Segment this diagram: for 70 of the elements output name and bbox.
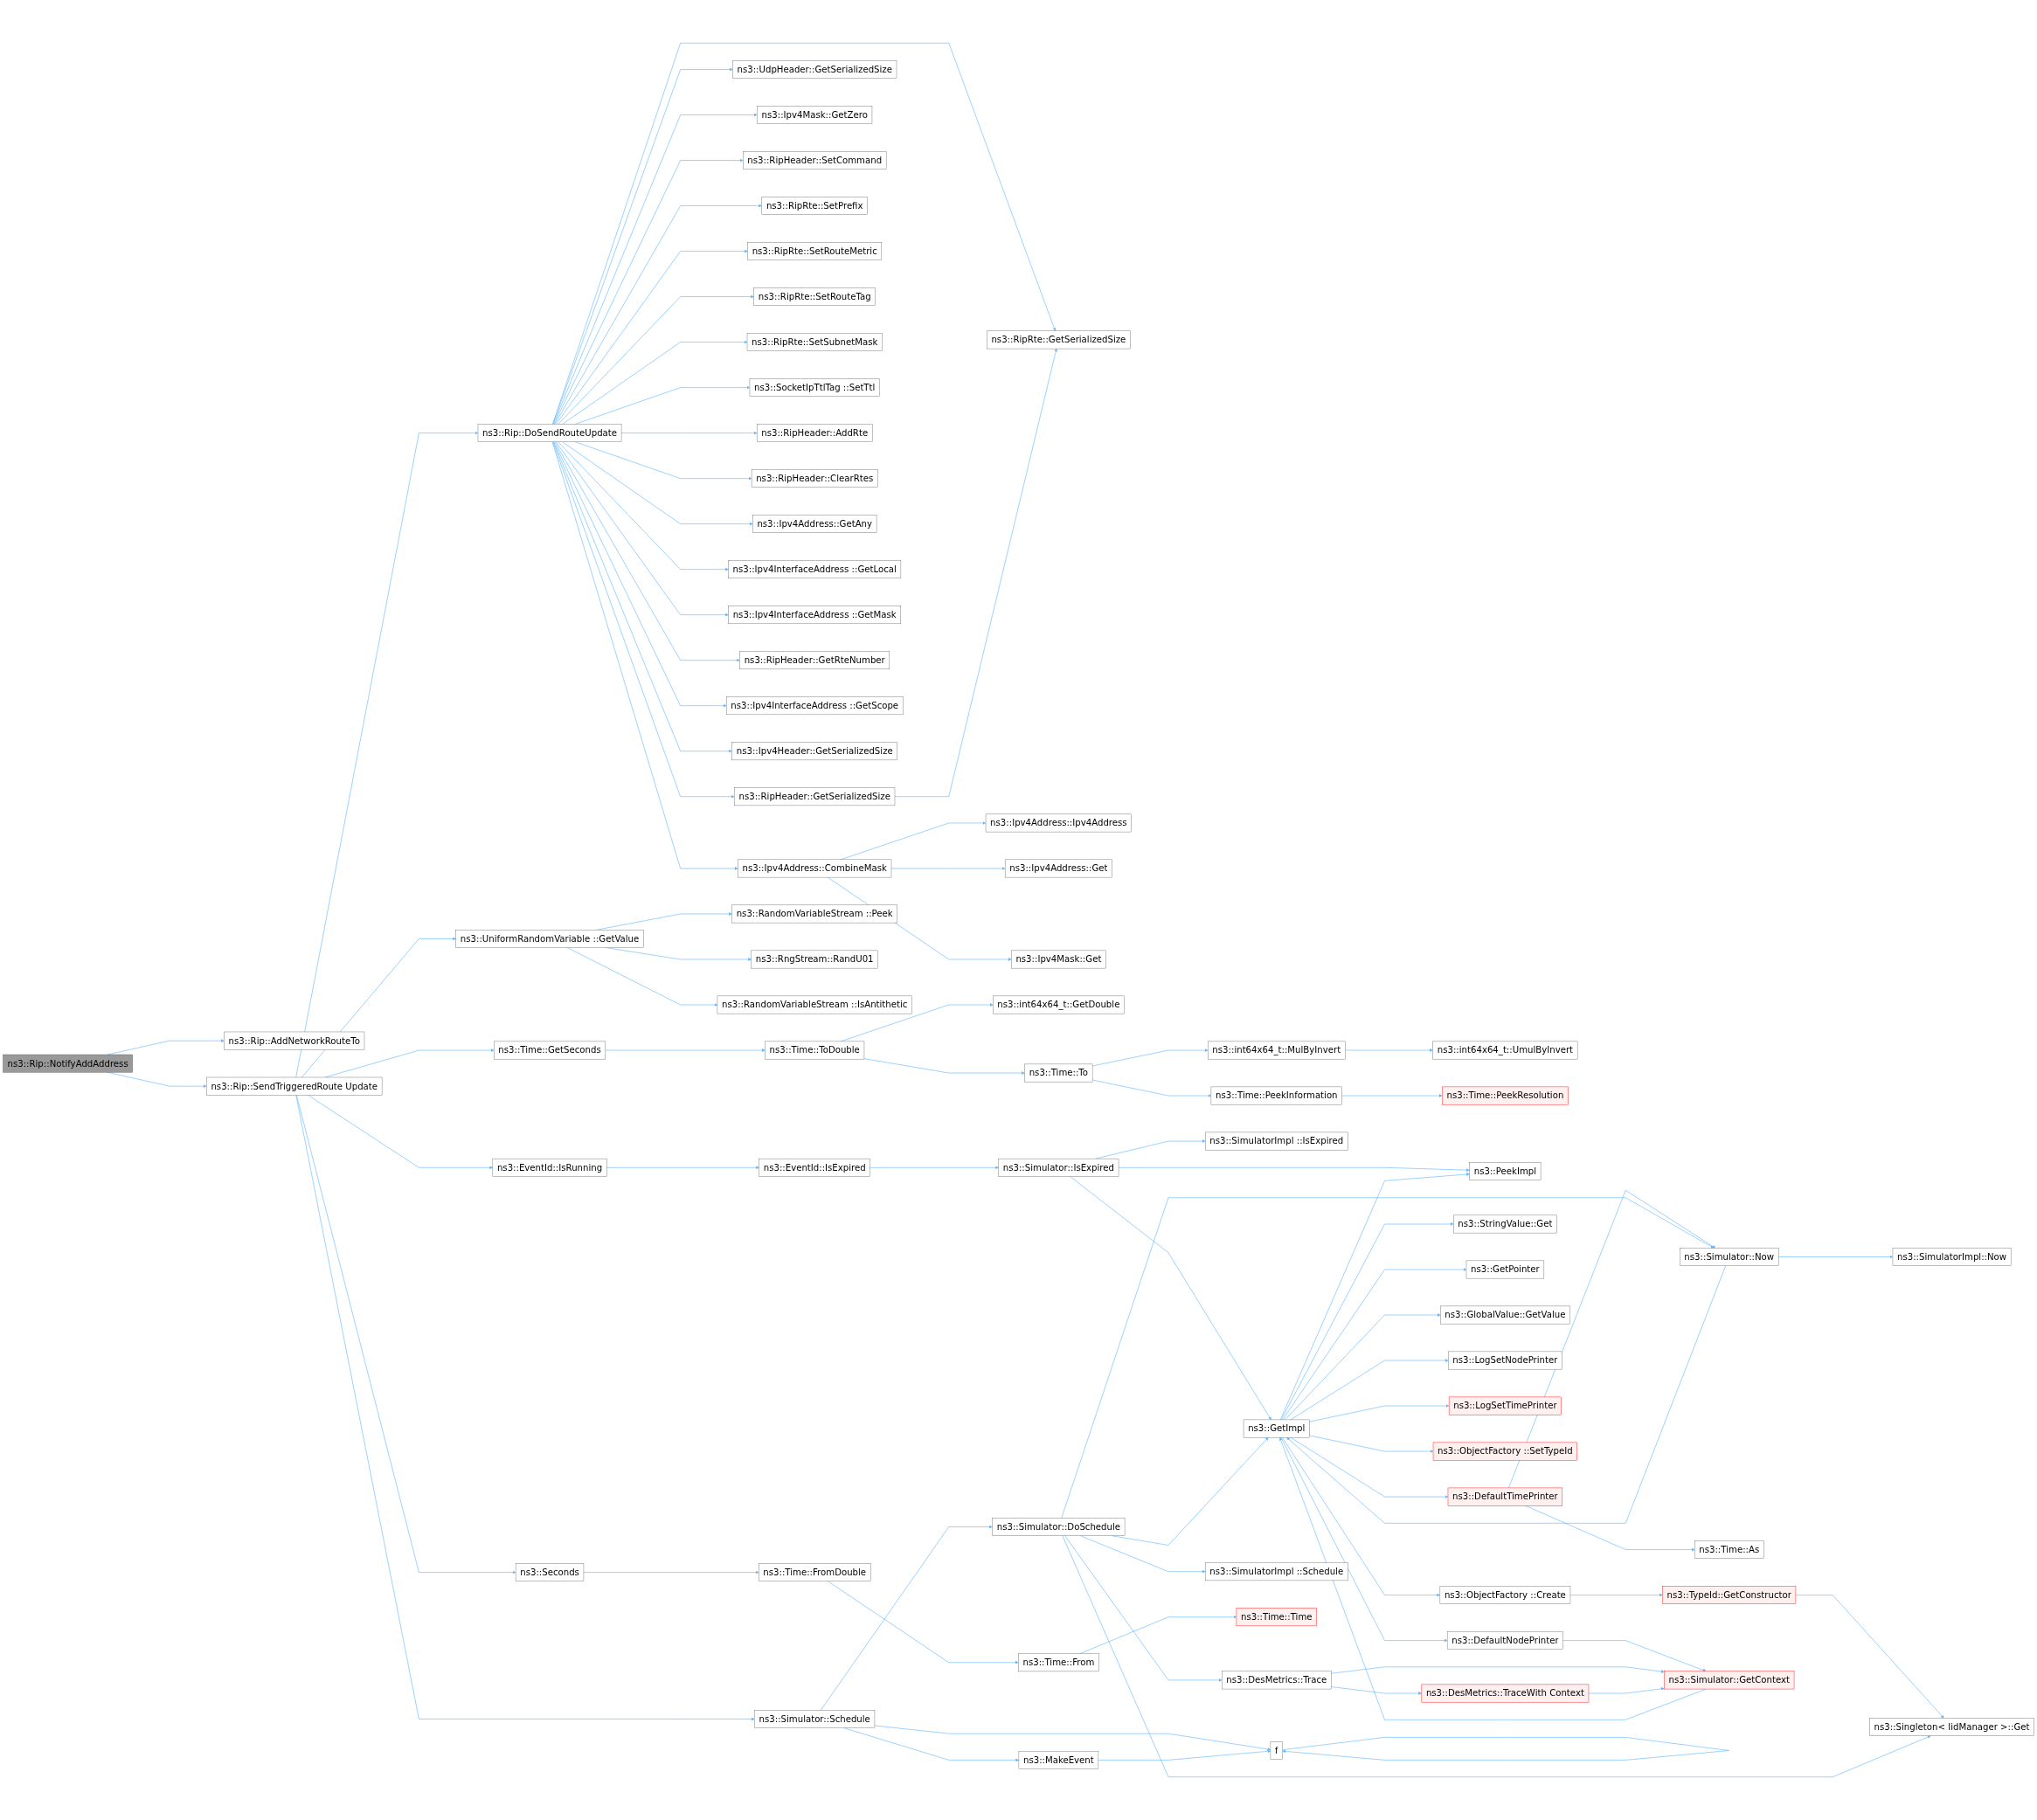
node-box: ns3::SimulatorImpl ::IsExpired xyxy=(1205,1131,1348,1151)
node-box: ns3::int64x64_t::MulByInvert xyxy=(1208,1041,1346,1060)
node-box: ns3::ObjectFactory ::SetTypeId xyxy=(1432,1442,1577,1461)
node-box: ns3::GlobalValue::GetValue xyxy=(1440,1305,1570,1325)
node-box: ns3::SimulatorImpl ::Schedule xyxy=(1205,1562,1348,1581)
node-box: ns3::Time::FromDouble xyxy=(759,1563,871,1581)
node-box: ns3::DefaultNodePrinter xyxy=(1446,1631,1563,1650)
node-box: ns3::Time::As xyxy=(1694,1540,1764,1559)
node-box: ns3::Ipv4Header::GetSerializedSize xyxy=(731,742,897,761)
node-box: ns3::Ipv4Mask::GetZero xyxy=(757,106,873,124)
node-box: ns3::SimulatorImpl::Now xyxy=(1892,1248,2012,1266)
node-box: ns3::Ipv4InterfaceAddress ::GetMask xyxy=(728,606,901,625)
node-box: ns3::Simulator::DoSchedule xyxy=(992,1518,1126,1536)
node-box: f xyxy=(1270,1741,1283,1760)
node-box: ns3::Time::Time xyxy=(1236,1608,1317,1627)
node-box: ns3::Ipv4InterfaceAddress ::GetScope xyxy=(726,696,904,716)
node-box: ns3::RngStream::RandU01 xyxy=(751,950,878,969)
node-box: ns3::Time::GetSeconds xyxy=(494,1041,606,1060)
node-box: ns3::Singleton< IidManager >::Get xyxy=(1869,1718,2034,1736)
node-box: ns3::RandomVariableStream ::Peek xyxy=(731,904,897,924)
node-box: ns3::MakeEvent xyxy=(1018,1751,1099,1769)
node-box: ns3::RipRte::SetSubnetMask xyxy=(746,333,883,351)
node-box: ns3::RipHeader::GetRteNumber xyxy=(739,651,890,670)
node-box: ns3::UniformRandomVariable ::GetValue xyxy=(455,930,644,948)
node-box: ns3::RipRte::SetPrefix xyxy=(761,197,868,215)
node-box: ns3::int64x64_t::GetDouble xyxy=(993,995,1125,1014)
node-box: ns3::Ipv4Address::CombineMask xyxy=(738,859,892,878)
node-box: ns3::LogSetNodePrinter xyxy=(1448,1351,1562,1370)
node-box: ns3::RipRte::SetRouteMetric xyxy=(747,242,883,260)
node-box: ns3::Ipv4Address::Get xyxy=(1004,859,1112,878)
node-box: ns3::Rip::DoSendRouteUpdate xyxy=(477,424,622,442)
node-box: ns3::RipHeader::GetSerializedSize xyxy=(734,787,896,806)
node-box: ns3::Time::ToDouble xyxy=(765,1041,865,1060)
node-box: ns3::EventId::IsExpired xyxy=(759,1158,870,1177)
node-box: ns3::Time::To xyxy=(1024,1063,1093,1083)
node-box: ns3::LogSetTimePrinter xyxy=(1448,1396,1562,1415)
node-box: ns3::Ipv4Address::Ipv4Address xyxy=(985,813,1132,833)
node-box: ns3::Rip::NotifyAddAddress xyxy=(3,1054,133,1073)
node-box: ns3::RipHeader::SetCommand xyxy=(743,151,887,170)
node-box: ns3::GetPointer xyxy=(1465,1260,1545,1279)
node-box: ns3::UdpHeader::GetSerializedSize xyxy=(732,60,897,79)
node-box: ns3::RandomVariableStream ::IsAntithetic xyxy=(717,995,912,1014)
node-box: ns3::Ipv4Mask::Get xyxy=(1011,950,1106,969)
node-box: ns3::PeekImpl xyxy=(1469,1162,1542,1180)
node-box: ns3::Time::PeekInformation xyxy=(1210,1086,1342,1105)
node-box: ns3::RipHeader::ClearRtes xyxy=(751,469,878,488)
node-box: ns3::DesMetrics::Trace xyxy=(1222,1671,1332,1690)
node-box: ns3::Rip::AddNetworkRouteTo xyxy=(224,1031,365,1050)
node-box: ns3::DesMetrics::TraceWith Context xyxy=(1421,1684,1590,1703)
node-box: ns3::StringValue::Get xyxy=(1453,1214,1557,1234)
node-box: ns3::Rip::SendTriggeredRoute Update xyxy=(206,1076,383,1096)
node-box: ns3::Time::From xyxy=(1018,1653,1099,1672)
node-box: ns3::GetImpl xyxy=(1243,1419,1310,1438)
node-box: ns3::int64x64_t::UmulByInvert xyxy=(1432,1041,1578,1060)
node-box: ns3::Ipv4Address::GetAny xyxy=(752,515,877,533)
node-box: ns3::TypeId::GetConstructor xyxy=(1662,1586,1797,1604)
node-box: ns3::ObjectFactory ::Create xyxy=(1439,1586,1571,1604)
node-box: ns3::SocketIpTtlTag ::SetTtl xyxy=(749,378,880,397)
node-box: ns3::RipRte::GetSerializedSize xyxy=(987,330,1131,349)
node-box: ns3::RipRte::SetRouteTag xyxy=(753,287,876,306)
node-box: ns3::RipHeader::AddRte xyxy=(757,424,873,442)
node-box: ns3::Seconds xyxy=(515,1563,585,1581)
node-box: ns3::Simulator::GetContext xyxy=(1664,1671,1795,1690)
node-box: ns3::Simulator::IsExpired xyxy=(998,1158,1119,1177)
node-box: ns3::Ipv4InterfaceAddress ::GetLocal xyxy=(728,560,902,578)
node-box: ns3::DefaultTimePrinter xyxy=(1447,1487,1563,1506)
node-box: ns3::Time::PeekResolution xyxy=(1442,1086,1569,1105)
node-box: ns3::Simulator::Schedule xyxy=(754,1710,876,1728)
node-box: ns3::EventId::IsRunning xyxy=(492,1158,607,1177)
node-box: ns3::Simulator::Now xyxy=(1680,1248,1779,1266)
